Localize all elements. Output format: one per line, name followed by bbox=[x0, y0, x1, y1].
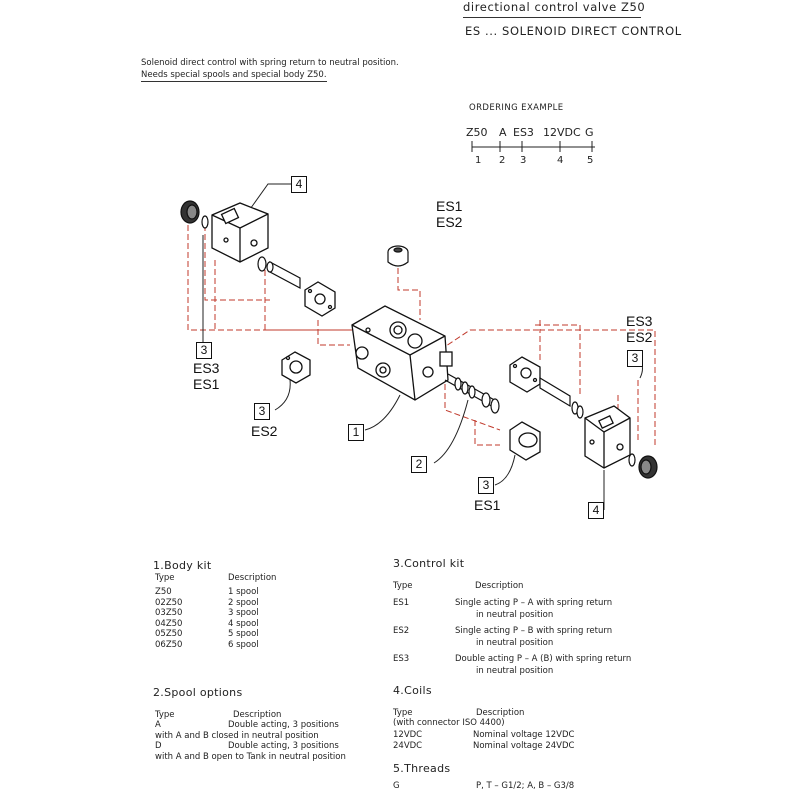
callout-2: 2 bbox=[411, 456, 427, 473]
header-title: directional control valve Z50 bbox=[463, 0, 645, 18]
spool-col-desc: Description bbox=[233, 710, 282, 720]
label-es1-left: ES1 bbox=[193, 376, 220, 392]
callout-3-left-bottom: 3 bbox=[254, 403, 270, 420]
ordering-num-4: 4 bbox=[557, 155, 564, 166]
table-row: 04Z50 bbox=[155, 618, 183, 629]
table-row: 1 spool bbox=[228, 587, 259, 597]
intro-line-1: Solenoid direct control with spring retu… bbox=[141, 58, 399, 68]
intro-text: Solenoid direct control with spring retu… bbox=[141, 57, 399, 82]
table-row-cont: with A and B open to Tank in neutral pos… bbox=[155, 751, 346, 762]
intro-line-2: Needs special spools and special body Z5… bbox=[141, 70, 327, 82]
coils-col-desc: Description bbox=[476, 708, 525, 718]
label-es2-left: ES2 bbox=[251, 423, 278, 439]
control-row-es1-cont: in neutral position bbox=[476, 610, 554, 620]
body-kit-types: Z50 02Z50 03Z50 04Z50 05Z50 06Z50 bbox=[155, 587, 182, 650]
coils-col-type: Type bbox=[393, 708, 413, 718]
threads-title: 5.Threads bbox=[393, 762, 451, 775]
table-row: 2 spool bbox=[228, 597, 259, 608]
coils-note: (with connector ISO 4400) bbox=[393, 718, 505, 728]
label-es2-right: ES2 bbox=[626, 329, 653, 345]
label-es1-es2: ES1 ES2 bbox=[436, 198, 462, 230]
label-es3-es1-left: ES3 ES1 bbox=[193, 360, 219, 392]
callout-3-right: 3 bbox=[627, 350, 643, 367]
callout-3-bottom: 3 bbox=[478, 477, 494, 494]
control-row-es3-desc: Double acting P – A (B) with spring retu… bbox=[455, 654, 632, 664]
table-row-cont: with A and B closed in neutral position bbox=[155, 730, 319, 741]
callout-4-right: 4 bbox=[588, 502, 604, 519]
control-row-es2-desc: Single acting P – B with spring return bbox=[455, 626, 613, 636]
coils-title: 4.Coils bbox=[393, 684, 432, 697]
spool-options-title: 2.Spool options bbox=[153, 686, 243, 699]
table-row: 03Z50 bbox=[155, 608, 183, 618]
ordering-part-4: 12VDC bbox=[543, 126, 581, 139]
label-es1: ES1 bbox=[436, 198, 463, 214]
control-kit-title: 3.Control kit bbox=[393, 557, 465, 570]
table-row: 4 spool bbox=[228, 618, 259, 629]
ordering-num-2: 2 bbox=[499, 155, 506, 166]
header-subtitle: ES ... SOLENOID DIRECT CONTROL bbox=[465, 24, 682, 38]
label-es3-right: ES3 bbox=[626, 313, 653, 329]
table-row: 06Z50 bbox=[155, 639, 183, 650]
ordering-part-1: Z50 bbox=[466, 126, 488, 139]
control-row-es3-type: ES3 bbox=[393, 654, 410, 664]
spool-col-type: Type bbox=[155, 710, 175, 720]
label-es3-es2-right: ES3 ES2 bbox=[626, 313, 652, 345]
table-row: 6 spool bbox=[228, 639, 259, 650]
ordering-title: ORDERING EXAMPLE bbox=[469, 103, 564, 113]
control-row-es2-type: ES2 bbox=[393, 626, 410, 636]
control-col-type: Type bbox=[393, 581, 413, 591]
control-row-es3-cont: in neutral position bbox=[476, 666, 554, 676]
body-kit-col-type: Type bbox=[155, 573, 175, 583]
control-row-es2-cont: in neutral position bbox=[476, 638, 554, 648]
body-kit-col-desc: Description bbox=[228, 573, 277, 583]
ordering-part-3: ES3 bbox=[513, 126, 534, 139]
control-col-desc: Description bbox=[475, 581, 524, 591]
ordering-part-5: G bbox=[585, 126, 594, 139]
table-row: 02Z50 bbox=[155, 597, 183, 608]
label-es2: ES2 bbox=[436, 214, 463, 230]
control-row-es1-desc: Single acting P – A with spring return bbox=[455, 598, 613, 608]
ordering-part-2: A bbox=[499, 126, 507, 139]
callout-1: 1 bbox=[348, 424, 364, 441]
callout-3-left-top: 3 bbox=[196, 342, 212, 359]
control-row-es1-type: ES1 bbox=[393, 598, 410, 608]
ordering-num-1: 1 bbox=[475, 155, 482, 166]
label-es1-bottom: ES1 bbox=[474, 497, 501, 513]
table-row: 5 spool bbox=[228, 629, 259, 639]
ordering-num-3: 3 bbox=[520, 155, 527, 166]
table-row: 05Z50 bbox=[155, 629, 183, 639]
body-kit-descs: 1 spool 2 spool 3 spool 4 spool 5 spool … bbox=[228, 587, 259, 650]
callout-4-top: 4 bbox=[291, 176, 307, 193]
body-kit-title: 1.Body kit bbox=[153, 559, 212, 572]
label-es3-left: ES3 bbox=[193, 360, 220, 376]
table-row: Z50 bbox=[155, 587, 172, 597]
ordering-num-5: 5 bbox=[587, 155, 594, 166]
table-row: 3 spool bbox=[228, 608, 259, 618]
